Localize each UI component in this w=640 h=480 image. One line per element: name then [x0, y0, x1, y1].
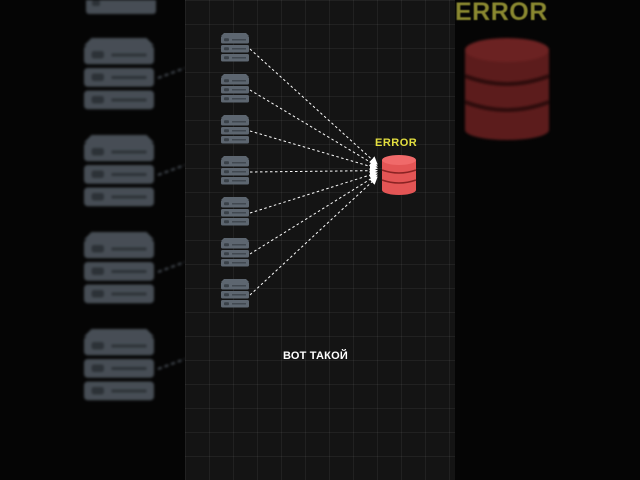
blurred-arrow — [157, 358, 185, 370]
right-blurred-database — [464, 38, 550, 140]
server-rack-icon — [84, 135, 154, 207]
error-label: ERROR — [375, 137, 418, 149]
server-rack-icon — [84, 329, 154, 401]
database-icon — [381, 155, 417, 195]
blurred-database-icon — [464, 38, 550, 140]
server-rack-icon — [221, 156, 249, 185]
blurred-arrow — [157, 261, 185, 273]
server-rack-icon — [84, 232, 154, 304]
server-rack-icon — [84, 38, 154, 110]
server-rack-icon — [221, 33, 249, 62]
request-arrow — [249, 166, 378, 175]
left-blurred-servers — [84, 0, 185, 401]
server-rack-icon — [221, 115, 249, 144]
request-arrow — [249, 48, 378, 165]
server-rack-icon — [221, 279, 249, 308]
right-blurred-panel — [455, 0, 640, 480]
request-arrow — [249, 176, 378, 296]
request-arrow — [249, 171, 378, 214]
subtitle-caption: ВОТ ТАКОЙ — [283, 350, 348, 362]
error-label-blurred: ERROR — [455, 0, 548, 26]
server-rack-icon — [221, 238, 249, 267]
blurred-arrow — [157, 67, 185, 79]
request-arrow — [249, 174, 378, 255]
server-rack-icon — [221, 74, 249, 103]
blurred-arrow — [157, 164, 185, 176]
left-blurred-panel — [0, 0, 185, 480]
request-arrow — [249, 130, 378, 171]
request-arrow — [249, 89, 378, 167]
blurred-server-icon — [86, 0, 156, 14]
server-rack-icon — [221, 197, 249, 226]
